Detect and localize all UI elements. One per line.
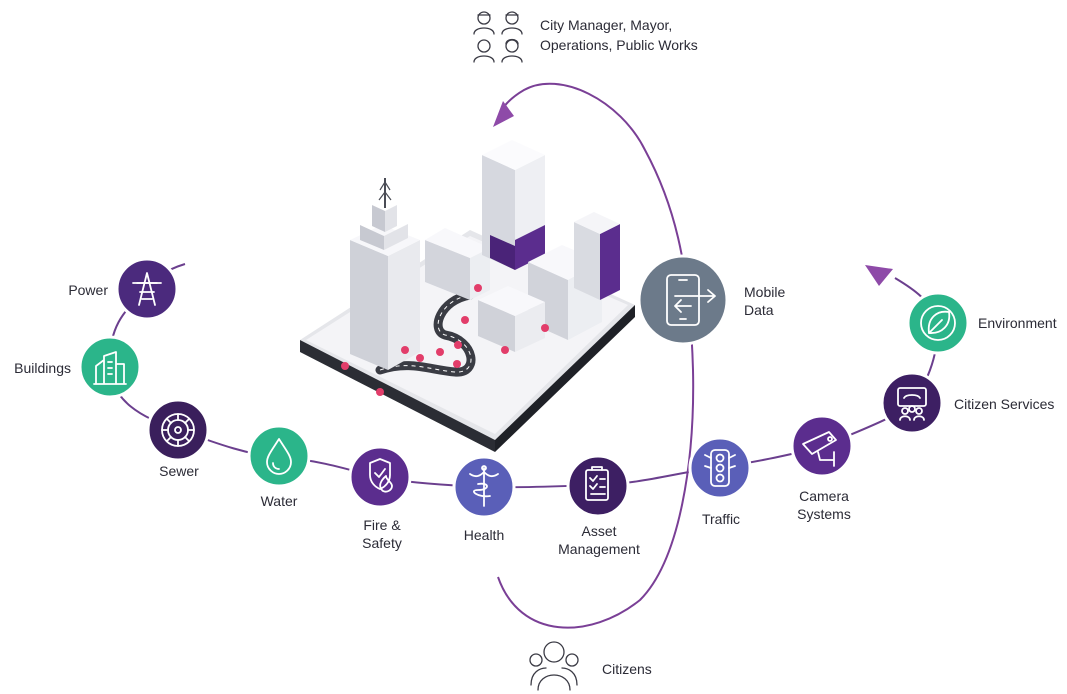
asset-management-label-line1: Asset xyxy=(581,523,617,539)
mobile-data-label-line1: Mobile xyxy=(744,284,786,300)
city-illustration xyxy=(300,140,635,452)
caduceus-icon xyxy=(469,465,499,507)
health-node[interactable] xyxy=(452,455,516,519)
leaf-icon xyxy=(920,305,956,341)
fire-safety-node[interactable] xyxy=(348,445,412,509)
sewer-node[interactable] xyxy=(146,398,210,462)
citizen-services-label: Citizen Services xyxy=(954,396,1055,412)
managers-label-line2: Operations, Public Works xyxy=(540,37,698,53)
camera-systems-label-line1: Camera xyxy=(799,488,849,504)
camera-systems-node[interactable] xyxy=(790,414,854,478)
traffic-node[interactable] xyxy=(688,436,752,500)
fire-shield-icon xyxy=(369,458,393,493)
security-camera-icon xyxy=(802,431,837,467)
sewer-label: Sewer xyxy=(159,463,199,479)
power-label: Power xyxy=(68,282,108,298)
asset-management-label-line2: Management xyxy=(558,541,640,557)
camera-systems-label-line2: Systems xyxy=(797,506,851,522)
mobile-data-label-line2: Data xyxy=(744,302,774,318)
power-node[interactable] xyxy=(115,257,179,321)
managers-people-icon xyxy=(473,11,523,63)
asset-management-node[interactable] xyxy=(566,454,630,518)
buildings-label: Buildings xyxy=(14,360,71,376)
health-label: Health xyxy=(463,527,505,543)
water-node[interactable] xyxy=(247,424,311,488)
citizen-services-node[interactable] xyxy=(880,371,944,435)
clipboard-icon xyxy=(585,466,609,501)
citizens-label: Citizens xyxy=(602,661,652,677)
buildings-node[interactable] xyxy=(78,335,142,399)
managers-label-line1: City Manager, Mayor, xyxy=(540,17,673,33)
fire-safety-label-line2: Safety xyxy=(362,535,402,551)
power-tower-icon xyxy=(132,272,162,306)
buildings-icon xyxy=(93,351,127,385)
mobile-transfer-icon xyxy=(666,274,716,326)
citizens-people-icon xyxy=(529,641,579,691)
managers-arrow-head xyxy=(493,101,514,127)
water-label: Water xyxy=(260,493,298,509)
mobile-data-node[interactable] xyxy=(637,254,729,346)
traffic-label: Traffic xyxy=(701,511,741,527)
environment-arrow-head xyxy=(865,265,893,286)
traffic-light-icon xyxy=(704,449,736,487)
water-drop-icon xyxy=(266,438,292,475)
environment-label: Environment xyxy=(978,315,1057,331)
citizen-group-icon xyxy=(897,387,927,421)
fire-safety-label-line1: Fire & xyxy=(363,517,401,533)
environment-node[interactable] xyxy=(906,291,970,355)
sewer-grate-icon xyxy=(161,413,195,447)
